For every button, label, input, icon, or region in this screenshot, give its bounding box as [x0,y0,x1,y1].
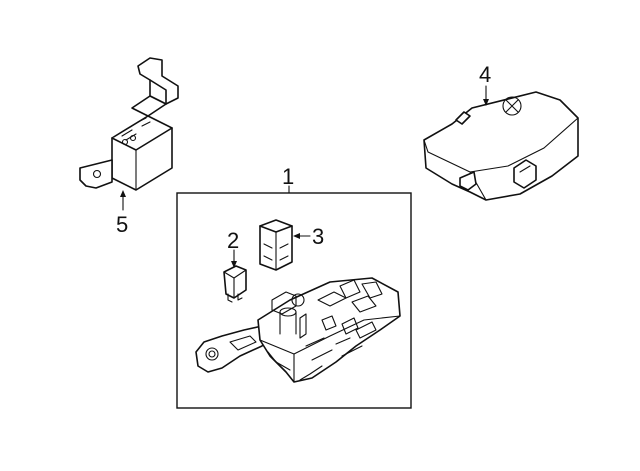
callout-4-arrowhead [483,99,489,106]
callout-5: 5 [116,190,128,237]
callout-1: 1 [282,164,294,194]
callout-4-label: 4 [479,62,491,87]
callout-5-label: 5 [116,212,128,237]
callout-3: 3 [293,224,324,249]
callout-3-label: 3 [312,224,324,249]
part-3-relay [259,219,293,271]
callout-2: 2 [227,228,239,268]
part-2-fuse [223,265,247,303]
callout-2-label: 2 [227,228,239,253]
callout-5-arrowhead [120,190,126,197]
callout-2-arrowhead [231,261,237,268]
part-5-module [79,57,179,191]
callout-3-arrowhead [293,233,300,239]
part-1-frame [176,192,412,409]
part-4-cover [423,91,579,201]
callout-4: 4 [479,62,491,106]
part-1-block [195,277,401,383]
callout-1-label: 1 [282,164,294,189]
